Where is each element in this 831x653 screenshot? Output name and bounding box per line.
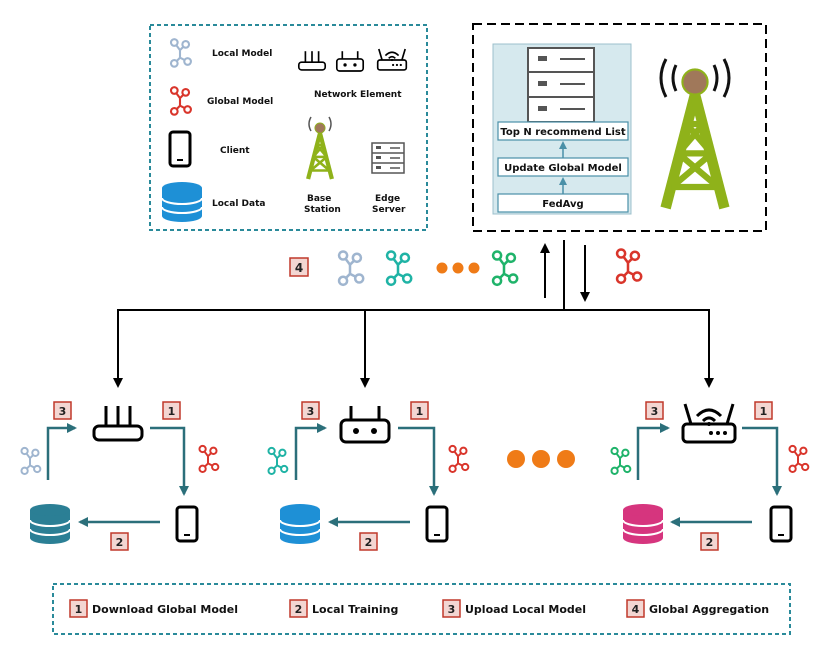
ellipsis-dot <box>436 262 448 274</box>
step-4-badge <box>289 257 309 277</box>
legend-local-model-icon <box>169 38 192 68</box>
step-3-badge <box>53 401 72 420</box>
legend-local-data-label: Local Data <box>212 199 265 209</box>
ellipsis-dot <box>452 262 464 274</box>
step-2-badge <box>700 532 719 551</box>
client-group-2: 3 1 2 <box>267 401 470 551</box>
legend-step-1-number: 1 <box>75 603 83 616</box>
local-data-icon <box>622 503 664 545</box>
legend-router-c-icon <box>376 48 408 71</box>
legend-step-3-number: 3 <box>448 603 456 616</box>
legend-global-model-icon <box>169 86 192 116</box>
global-model-icon <box>198 444 220 473</box>
legend-signal-left-icon <box>308 116 312 132</box>
legend-step-2-label: Local Training <box>312 603 398 616</box>
step-2-number: 2 <box>365 536 373 549</box>
step-4-number: 4 <box>295 261 303 275</box>
local-model-icon <box>267 446 289 475</box>
top-n-list-label: Top N recommend List <box>500 127 625 138</box>
step-3-number: 3 <box>59 405 67 418</box>
client-phone-icon <box>175 505 199 543</box>
update-global-model-label: Update Global Model <box>504 163 622 174</box>
legend-edge-server-label-2: Server <box>372 205 406 215</box>
step-2-badge <box>359 532 378 551</box>
local-data-icon <box>279 503 321 545</box>
legend-base-station-tower-icon <box>308 123 332 179</box>
step-3-badge <box>301 401 320 420</box>
legend-edge-server-icon <box>371 142 405 174</box>
legend-step-2-badge <box>289 599 308 618</box>
client-phone-icon <box>425 505 449 543</box>
distribution-bus <box>117 309 710 385</box>
legend-base-station-label-1: Base <box>307 194 331 204</box>
signal-wave-right-outer <box>722 58 731 98</box>
legend-router-b-icon <box>335 50 365 72</box>
legend-step-3-label: Upload Local Model <box>465 603 586 616</box>
local-data-icon <box>29 503 71 545</box>
ellipsis-dot <box>507 450 525 468</box>
legend-global-model-label: Global Model <box>207 97 273 107</box>
signal-wave-left-inner <box>671 64 678 92</box>
step-1-badge <box>162 401 181 420</box>
network-element-router-icon <box>681 402 737 444</box>
signal-wave-right-inner <box>712 64 719 92</box>
network-element-router-icon <box>339 404 391 444</box>
legend-client-phone-icon <box>168 130 192 168</box>
legend-step-2-number: 2 <box>295 603 303 616</box>
client-phone-icon <box>769 505 793 543</box>
global-model-icon <box>448 444 470 473</box>
top-n-list-box <box>497 121 629 141</box>
legend-step-1-badge <box>69 599 88 618</box>
step-3-number: 3 <box>651 405 659 418</box>
local-model-icon <box>610 446 632 475</box>
legend-step-4-number: 4 <box>632 603 640 616</box>
step-1-number: 1 <box>168 405 176 418</box>
step-1-number: 1 <box>416 405 424 418</box>
uploaded-local-model-icon-2 <box>385 250 413 287</box>
global-model-icon <box>788 444 810 473</box>
step-1-badge <box>410 401 429 420</box>
legend-step-3-badge <box>442 599 461 618</box>
legend-base-station-label-2: Station <box>304 205 341 215</box>
legend-local-data-icon <box>161 181 203 223</box>
uploaded-local-model-icon-3 <box>491 250 519 287</box>
step-2-number: 2 <box>116 536 124 549</box>
step-3-number: 3 <box>307 405 315 418</box>
legend-local-model-label: Local Model <box>212 49 272 59</box>
step-1-number: 1 <box>760 405 768 418</box>
legend-box <box>149 24 428 231</box>
legend-network-element-label: Network Element <box>314 90 402 100</box>
ellipsis-dot <box>468 262 480 274</box>
legend-step-1-label: Download Global Model <box>92 603 238 616</box>
uploaded-local-model-icon-1 <box>337 250 365 287</box>
legend-edge-server-label-1: Edge <box>375 194 400 204</box>
step-2-badge <box>110 532 129 551</box>
steps-legend-box <box>52 583 791 635</box>
legend-signal-right-icon <box>328 116 332 132</box>
legend-router-a-icon <box>297 50 327 71</box>
ellipsis-dot <box>532 450 550 468</box>
ellipsis-dot <box>557 450 575 468</box>
aggregation-server-box <box>472 23 767 232</box>
legend-client-label: Client <box>220 146 250 156</box>
broadcast-global-model-icon <box>615 248 643 285</box>
step-1-badge <box>754 401 773 420</box>
update-global-model-box <box>497 157 629 177</box>
step-2-number: 2 <box>706 536 714 549</box>
step-3-badge <box>645 401 664 420</box>
local-model-icon <box>20 446 42 475</box>
legend-step-4-badge <box>626 599 645 618</box>
client-group-1: 3 1 2 <box>20 401 220 551</box>
client-group-3: 3 1 2 <box>610 401 810 551</box>
fedavg-box <box>497 193 629 213</box>
network-element-router-icon <box>92 404 144 442</box>
legend-step-4-label: Global Aggregation <box>649 603 769 616</box>
fedavg-label: FedAvg <box>542 199 583 210</box>
signal-wave-left-outer <box>659 58 668 98</box>
